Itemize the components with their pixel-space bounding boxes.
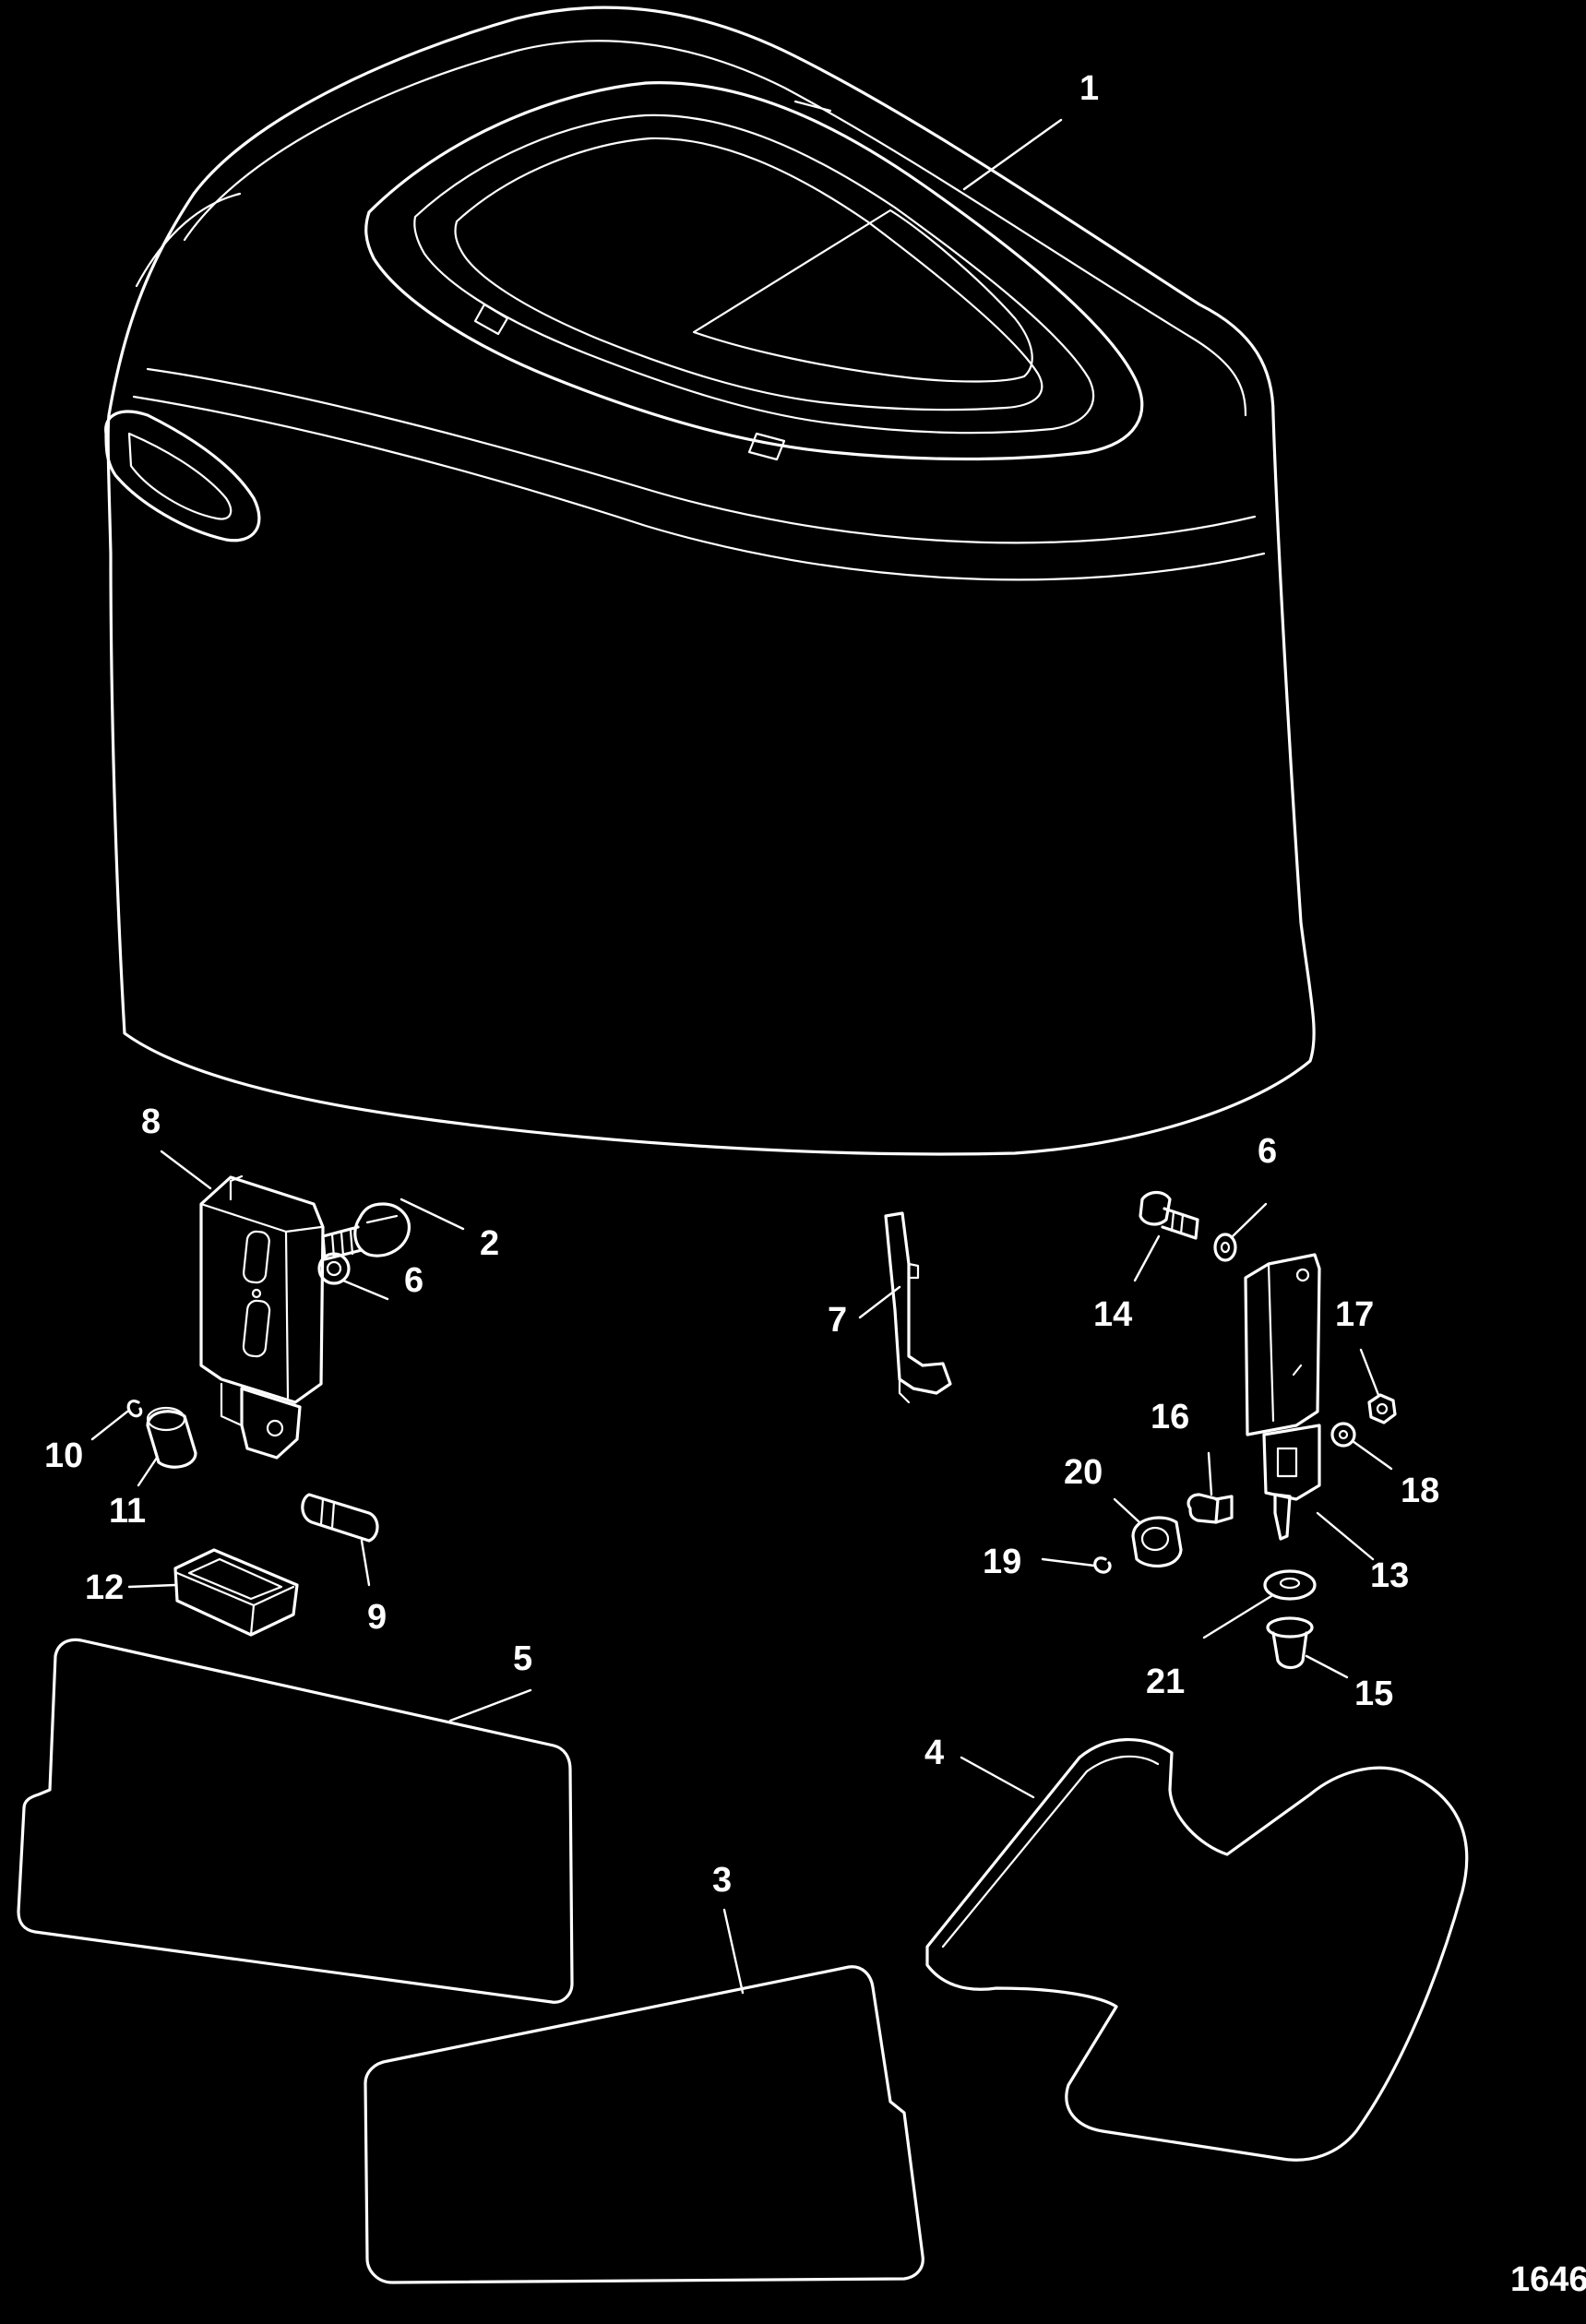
callout-2: 2 xyxy=(480,1224,499,1263)
bushing-part-20 xyxy=(1131,1516,1183,1567)
gasket-part-4 xyxy=(925,1737,1469,2162)
callout-7: 7 xyxy=(828,1301,847,1340)
clip-part-19 xyxy=(1093,1556,1112,1574)
clip-part-10 xyxy=(126,1400,143,1418)
panel-part-3 xyxy=(364,1965,924,2284)
callout-8: 8 xyxy=(141,1102,161,1141)
washer-part-18 xyxy=(1330,1422,1356,1448)
panel-part-5 xyxy=(17,1638,574,2004)
callout-6-left: 6 xyxy=(404,1261,423,1300)
bracket-part-8 xyxy=(199,1174,325,1460)
callout-labels: 1 8 2 6 10 11 9 12 7 14 6 17 18 16 20 19… xyxy=(44,69,1439,1900)
washer-part-6 xyxy=(1213,1233,1237,1262)
callout-1: 1 xyxy=(1079,69,1099,108)
callout-18: 18 xyxy=(1401,1472,1439,1510)
bracket-part-13 xyxy=(1244,1253,1321,1541)
callout-19: 19 xyxy=(983,1543,1021,1581)
grommet-part-15 xyxy=(1266,1616,1314,1670)
callout-16: 16 xyxy=(1151,1398,1189,1436)
callout-17: 17 xyxy=(1335,1295,1374,1334)
pin-part-9 xyxy=(301,1493,379,1543)
callout-5: 5 xyxy=(513,1639,532,1678)
callout-15: 15 xyxy=(1354,1674,1393,1713)
callout-21: 21 xyxy=(1146,1663,1185,1701)
latch-part-7 xyxy=(884,1211,952,1404)
callout-13: 13 xyxy=(1370,1556,1409,1595)
stud-part-16 xyxy=(1187,1493,1234,1524)
callout-10: 10 xyxy=(44,1436,83,1475)
bushing-part-11 xyxy=(146,1406,197,1469)
callout-12: 12 xyxy=(85,1568,124,1607)
nut-part-17 xyxy=(1367,1393,1397,1424)
callout-6-right: 6 xyxy=(1258,1132,1277,1171)
screw-part-2 xyxy=(321,1202,411,1261)
screw-part-14 xyxy=(1139,1190,1199,1240)
callout-14: 14 xyxy=(1093,1295,1132,1334)
callout-9: 9 xyxy=(367,1598,387,1637)
washer-part-21 xyxy=(1263,1569,1317,1601)
callout-3: 3 xyxy=(712,1861,732,1900)
leader-lines xyxy=(90,118,1393,1995)
callout-4: 4 xyxy=(924,1734,944,1772)
callout-11: 11 xyxy=(109,1492,146,1531)
figure-id: 1646 xyxy=(1510,2260,1586,2299)
pad-part-12 xyxy=(173,1548,299,1637)
lock-washer-part-6 xyxy=(317,1252,351,1285)
top-cowl-part-1 xyxy=(104,6,1316,1156)
callout-20: 20 xyxy=(1064,1453,1103,1492)
